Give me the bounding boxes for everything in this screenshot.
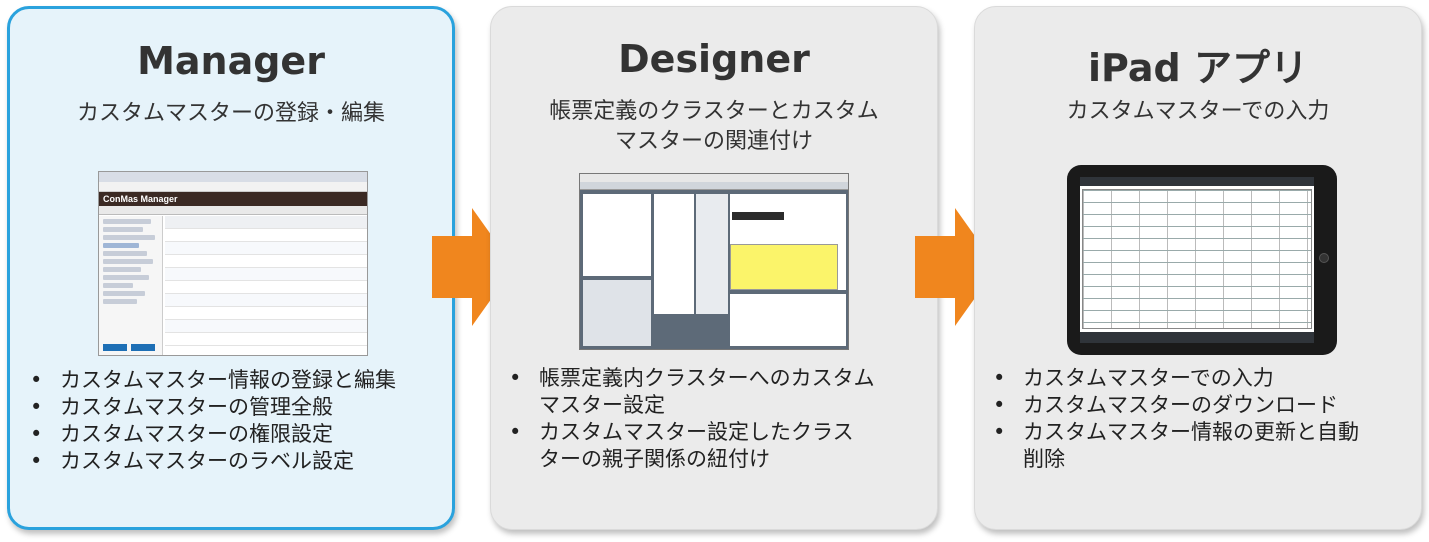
designer-screenshot (579, 173, 849, 350)
designer-toolbar (580, 182, 848, 190)
manager-subtitle: カスタムマスターの登録・編集 (30, 99, 432, 129)
manager-card: Manager カスタムマスターの登録・編集 ConMas Manager (7, 6, 455, 530)
arrow-right-icon (432, 208, 514, 326)
designer-bullet-list: 帳票定義内クラスターへのカスタム マスター設定 カスタムマスター設定したクラス … (509, 365, 929, 473)
designer-title: Designer (618, 37, 810, 81)
designer-property-grid (730, 294, 846, 346)
manager-subtitle-line: カスタムマスターの登録・編集 (76, 101, 385, 126)
manager-bullet: カスタムマスターの管理全般 (30, 394, 396, 421)
ipad-bullet-line: カスタムマスター情報の更新と自動 (1023, 420, 1359, 444)
arrow-right-icon (915, 208, 997, 326)
ipad-subtitle-line: カスタムマスターでの入力 (1066, 99, 1330, 124)
ipad-bottom-bar (1080, 332, 1314, 343)
ipad-bullet: カスタムマスターのダウンロード (993, 392, 1413, 419)
designer-bullet-line: マスター設定 (539, 393, 665, 417)
designer-subtitle-line: マスターの関連付け (614, 129, 813, 154)
designer-tree-panel (583, 194, 651, 276)
designer-bullet-line: ターの親子関係の紐付け (539, 447, 770, 471)
manager-list-panel (165, 216, 367, 355)
designer-menu-bar (580, 174, 848, 182)
designer-card: Designer 帳票定義のクラスターとカスタム マスターの関連付け 帳票定義内… (490, 6, 938, 530)
manager-tree-panel (99, 216, 163, 355)
ipad-title: iPad アプリ (1088, 46, 1308, 90)
ipad-bullet-list: カスタムマスターでの入力 カスタムマスターのダウンロード カスタムマスター情報の… (993, 365, 1413, 473)
ipad-home-button-icon (1319, 253, 1329, 263)
manager-bullet: カスタムマスターのラベル設定 (30, 448, 396, 475)
manager-app-header: ConMas Manager (99, 192, 367, 206)
designer-bullet: カスタムマスター設定したクラス ターの親子関係の紐付け (509, 419, 929, 473)
ipad-subtitle: カスタムマスターでの入力 (995, 97, 1401, 127)
designer-palette (696, 194, 728, 314)
designer-subtitle-line: 帳票定義のクラスターとカスタム (549, 99, 879, 124)
ipad-screenshot (1067, 165, 1337, 355)
ipad-toolbar (1080, 177, 1314, 186)
designer-subtitle: 帳票定義のクラスターとカスタム マスターの関連付け (511, 97, 917, 157)
ipad-form-grid (1082, 189, 1312, 329)
designer-bullet: 帳票定義内クラスターへのカスタム マスター設定 (509, 365, 929, 419)
browser-address-bar (99, 182, 367, 192)
ipad-bullet: カスタムマスター情報の更新と自動 削除 (993, 419, 1413, 473)
browser-tab-bar (99, 172, 367, 182)
ipad-bullet-line: 削除 (1023, 447, 1065, 471)
ipad-bullet: カスタムマスターでの入力 (993, 365, 1413, 392)
designer-form-logo (732, 212, 784, 220)
designer-bullet-line: カスタムマスター設定したクラス (539, 420, 854, 444)
manager-screenshot: ConMas Manager (98, 171, 368, 356)
manager-app-body (99, 216, 367, 355)
designer-preview-panel (583, 280, 651, 346)
ipad-card: iPad アプリ カスタムマスターでの入力 カスタムマスターでの入力 カスタムマ… (974, 6, 1422, 530)
designer-cluster-area (730, 244, 838, 290)
manager-nav-bar (99, 206, 367, 215)
manager-bullet-list: カスタムマスター情報の登録と編集 カスタムマスターの管理全般 カスタムマスターの… (30, 367, 396, 475)
ipad-screen (1080, 177, 1314, 343)
manager-bullet: カスタムマスターの権限設定 (30, 421, 396, 448)
manager-bullet: カスタムマスター情報の登録と編集 (30, 367, 396, 394)
designer-bullet-line: 帳票定義内クラスターへのカスタム (539, 366, 875, 390)
manager-title: Manager (137, 39, 325, 83)
designer-sheet-list (654, 194, 694, 314)
